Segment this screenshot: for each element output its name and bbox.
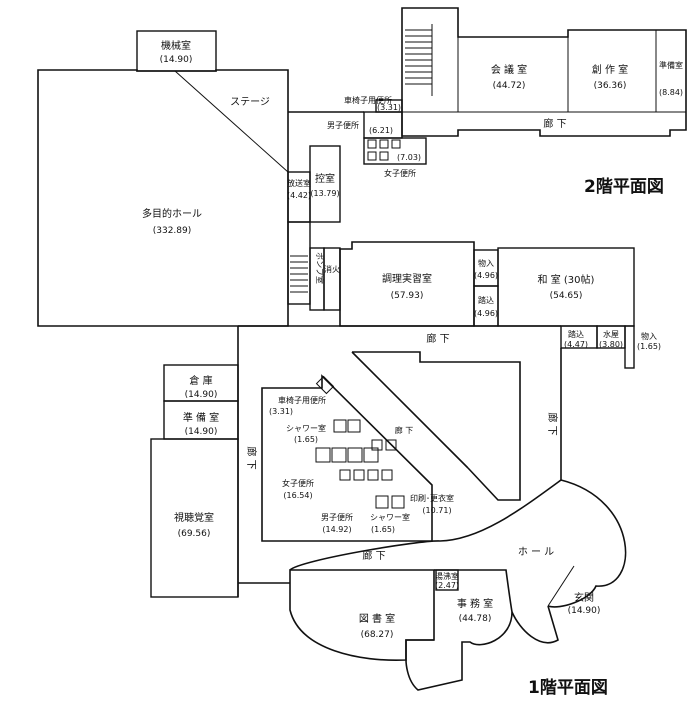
hikae-area: (13.79): [310, 189, 339, 198]
sosaku-area: (36.36): [594, 81, 627, 91]
washitsu-label: 和 室 (30帖): [538, 273, 595, 286]
fumikomi-2f: [473, 285, 499, 327]
hall-1f-label: ホ ー ル: [518, 546, 554, 558]
hikae-room: [309, 145, 341, 223]
insatsu-label: 印刷･更衣室: [410, 493, 454, 503]
pump-label: ポンプ室: [315, 252, 325, 284]
washitsu-area: (54.65): [550, 291, 583, 301]
konsho-label: 湯沸室: [435, 571, 459, 581]
konsho-room: [435, 569, 459, 591]
kurumaisu-2f-label: 車椅子用便所: [344, 95, 392, 105]
genkan-line: [547, 565, 575, 607]
hikae-label: 控室: [315, 172, 335, 185]
monoire-1f-area: (1.65): [637, 342, 661, 351]
shoka-label: 消火: [324, 264, 340, 274]
danshi-1f-label: 男子便所: [321, 512, 353, 522]
junbi-2f-area: (8.84): [659, 88, 683, 97]
floor1-title: 1階平面図: [528, 678, 608, 698]
monoire-2f: [473, 249, 499, 287]
hall-1f-left: [289, 479, 562, 571]
shoka-room: [323, 247, 341, 311]
joshi-2f: [363, 137, 427, 165]
inner-corridor: [352, 351, 521, 501]
fumikomi-1f-area: (4.47): [564, 340, 588, 349]
hall-curve: [547, 479, 627, 608]
genkan-label: 玄関: [574, 591, 594, 604]
stair-treads-2f: [290, 255, 308, 293]
sosaku-label: 創 作 室: [592, 63, 628, 76]
roka-1f-right: 廊 下: [546, 412, 559, 435]
shichokaku-label: 視聴覚室: [174, 511, 214, 524]
monoire-1f: [624, 325, 635, 369]
upper-wing: [401, 7, 687, 137]
kurumaisu-2f-area: (3.31): [377, 103, 401, 112]
joshi-2f-area: (7.03): [397, 153, 421, 162]
monoire-2f-label: 物入: [478, 258, 494, 268]
stair-treads-upper: [405, 24, 433, 96]
genkan-area: (14.90): [568, 606, 601, 616]
mizuya-1f-area: (3.80): [599, 340, 623, 349]
shower2-label: シャワー室: [370, 512, 410, 522]
tosho-area: (68.27): [361, 630, 394, 640]
kurumaisu-1f-label: 車椅子用便所: [278, 395, 326, 405]
tosho-label: 図 書 室: [359, 612, 395, 625]
fumikomi-2f-area: (4.96): [474, 309, 498, 318]
shower1-label: シャワー室: [286, 423, 326, 433]
jimu-label: 事 務 室: [457, 597, 493, 610]
kikai-label: 機械室: [161, 39, 191, 52]
toilet-fixtures-2f: [367, 139, 401, 161]
floor2-title: 2階平面図: [584, 177, 664, 197]
genkan-curve: [511, 605, 559, 644]
stage-line: [174, 70, 289, 173]
monoire-1f-label: 物入: [641, 331, 657, 341]
junbi-2f-label: 準備室: [659, 60, 683, 70]
insatsu-area: (10.71): [422, 506, 451, 515]
danshi-2f-area: (6.21): [369, 126, 393, 135]
toilet-block: [261, 374, 433, 542]
hall-outline: [37, 69, 289, 327]
jimu-room: [405, 569, 513, 691]
fumikomi-1f-label: 踏込: [568, 329, 584, 339]
jimu-area: (44.78): [459, 614, 492, 624]
fumikomi-2f-label: 踏込: [478, 295, 494, 305]
hoso-area: (4.42): [287, 191, 311, 200]
kikai-area: (14.90): [160, 55, 193, 65]
roka-1f-mid: 廊 下: [395, 425, 414, 435]
shower1-area: (1.65): [294, 435, 318, 444]
roka-1f-left: 廊 下: [245, 446, 258, 469]
stage-label: ステージ: [230, 97, 270, 108]
soko-area: (14.90): [185, 390, 218, 400]
hoso-label: 放送室: [287, 178, 311, 188]
kurumaisu-1f-area: (3.31): [269, 407, 293, 416]
hall-area: (332.89): [153, 226, 192, 236]
floor1-plan: [150, 325, 635, 691]
roka-1f-top: 廊 下: [426, 332, 449, 345]
mizuya-1f-label: 水屋: [603, 329, 619, 339]
soko-label: 倉 庫: [189, 374, 212, 387]
hall-label: 多目的ホール: [142, 207, 202, 220]
joshi-2f-label: 女子便所: [384, 168, 416, 178]
shichokaku-area: (69.56): [178, 529, 211, 539]
danshi-2f-label: 男子便所: [327, 120, 359, 130]
chori-area: (57.93): [391, 291, 424, 301]
chori-label: 調理実習室: [382, 272, 432, 285]
danshi-1f-area: (14.92): [322, 525, 351, 534]
toilet-fixtures-1f: [315, 375, 405, 509]
kaigi-area: (44.72): [493, 81, 526, 91]
diagonal-corridor-upper: [351, 351, 469, 469]
monoire-2f-area: (4.96): [474, 271, 498, 280]
konsho-area: (2.47): [435, 581, 459, 590]
roka-2f-label: 廊 下: [543, 117, 566, 130]
shower2-area: (1.65): [371, 525, 395, 534]
washitsu-room: [497, 247, 635, 327]
joshi-1f-area: (16.54): [283, 491, 312, 500]
kaigi-label: 会 議 室: [491, 63, 527, 76]
joshi-1f-label: 女子便所: [282, 478, 314, 488]
junbi-1f-area: (14.90): [185, 427, 218, 437]
roka-1f-bottom: 廊 下: [362, 549, 385, 562]
junbi-1f-label: 準 備 室: [183, 411, 219, 424]
